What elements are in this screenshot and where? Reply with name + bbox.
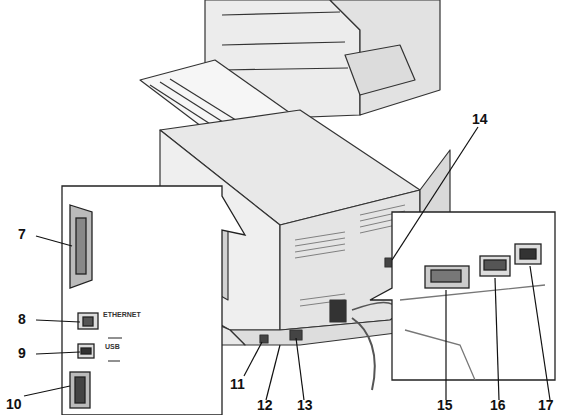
callout-number: 17 <box>538 397 554 413</box>
leader-lines <box>24 127 550 400</box>
callout-number: 10 <box>6 396 22 412</box>
callout-number: 8 <box>18 311 26 327</box>
callout-number: 7 <box>18 226 26 242</box>
callout-number: 12 <box>257 397 273 413</box>
callout-number: 11 <box>230 376 245 392</box>
port-label: USB <box>104 343 121 351</box>
callout-number: 9 <box>18 345 26 361</box>
port-label: ETHERNET <box>102 311 142 319</box>
callout-number: 16 <box>490 397 506 413</box>
callout-number: 14 <box>472 111 488 127</box>
callout-number: 15 <box>437 397 453 413</box>
callout-number: 13 <box>297 397 313 413</box>
